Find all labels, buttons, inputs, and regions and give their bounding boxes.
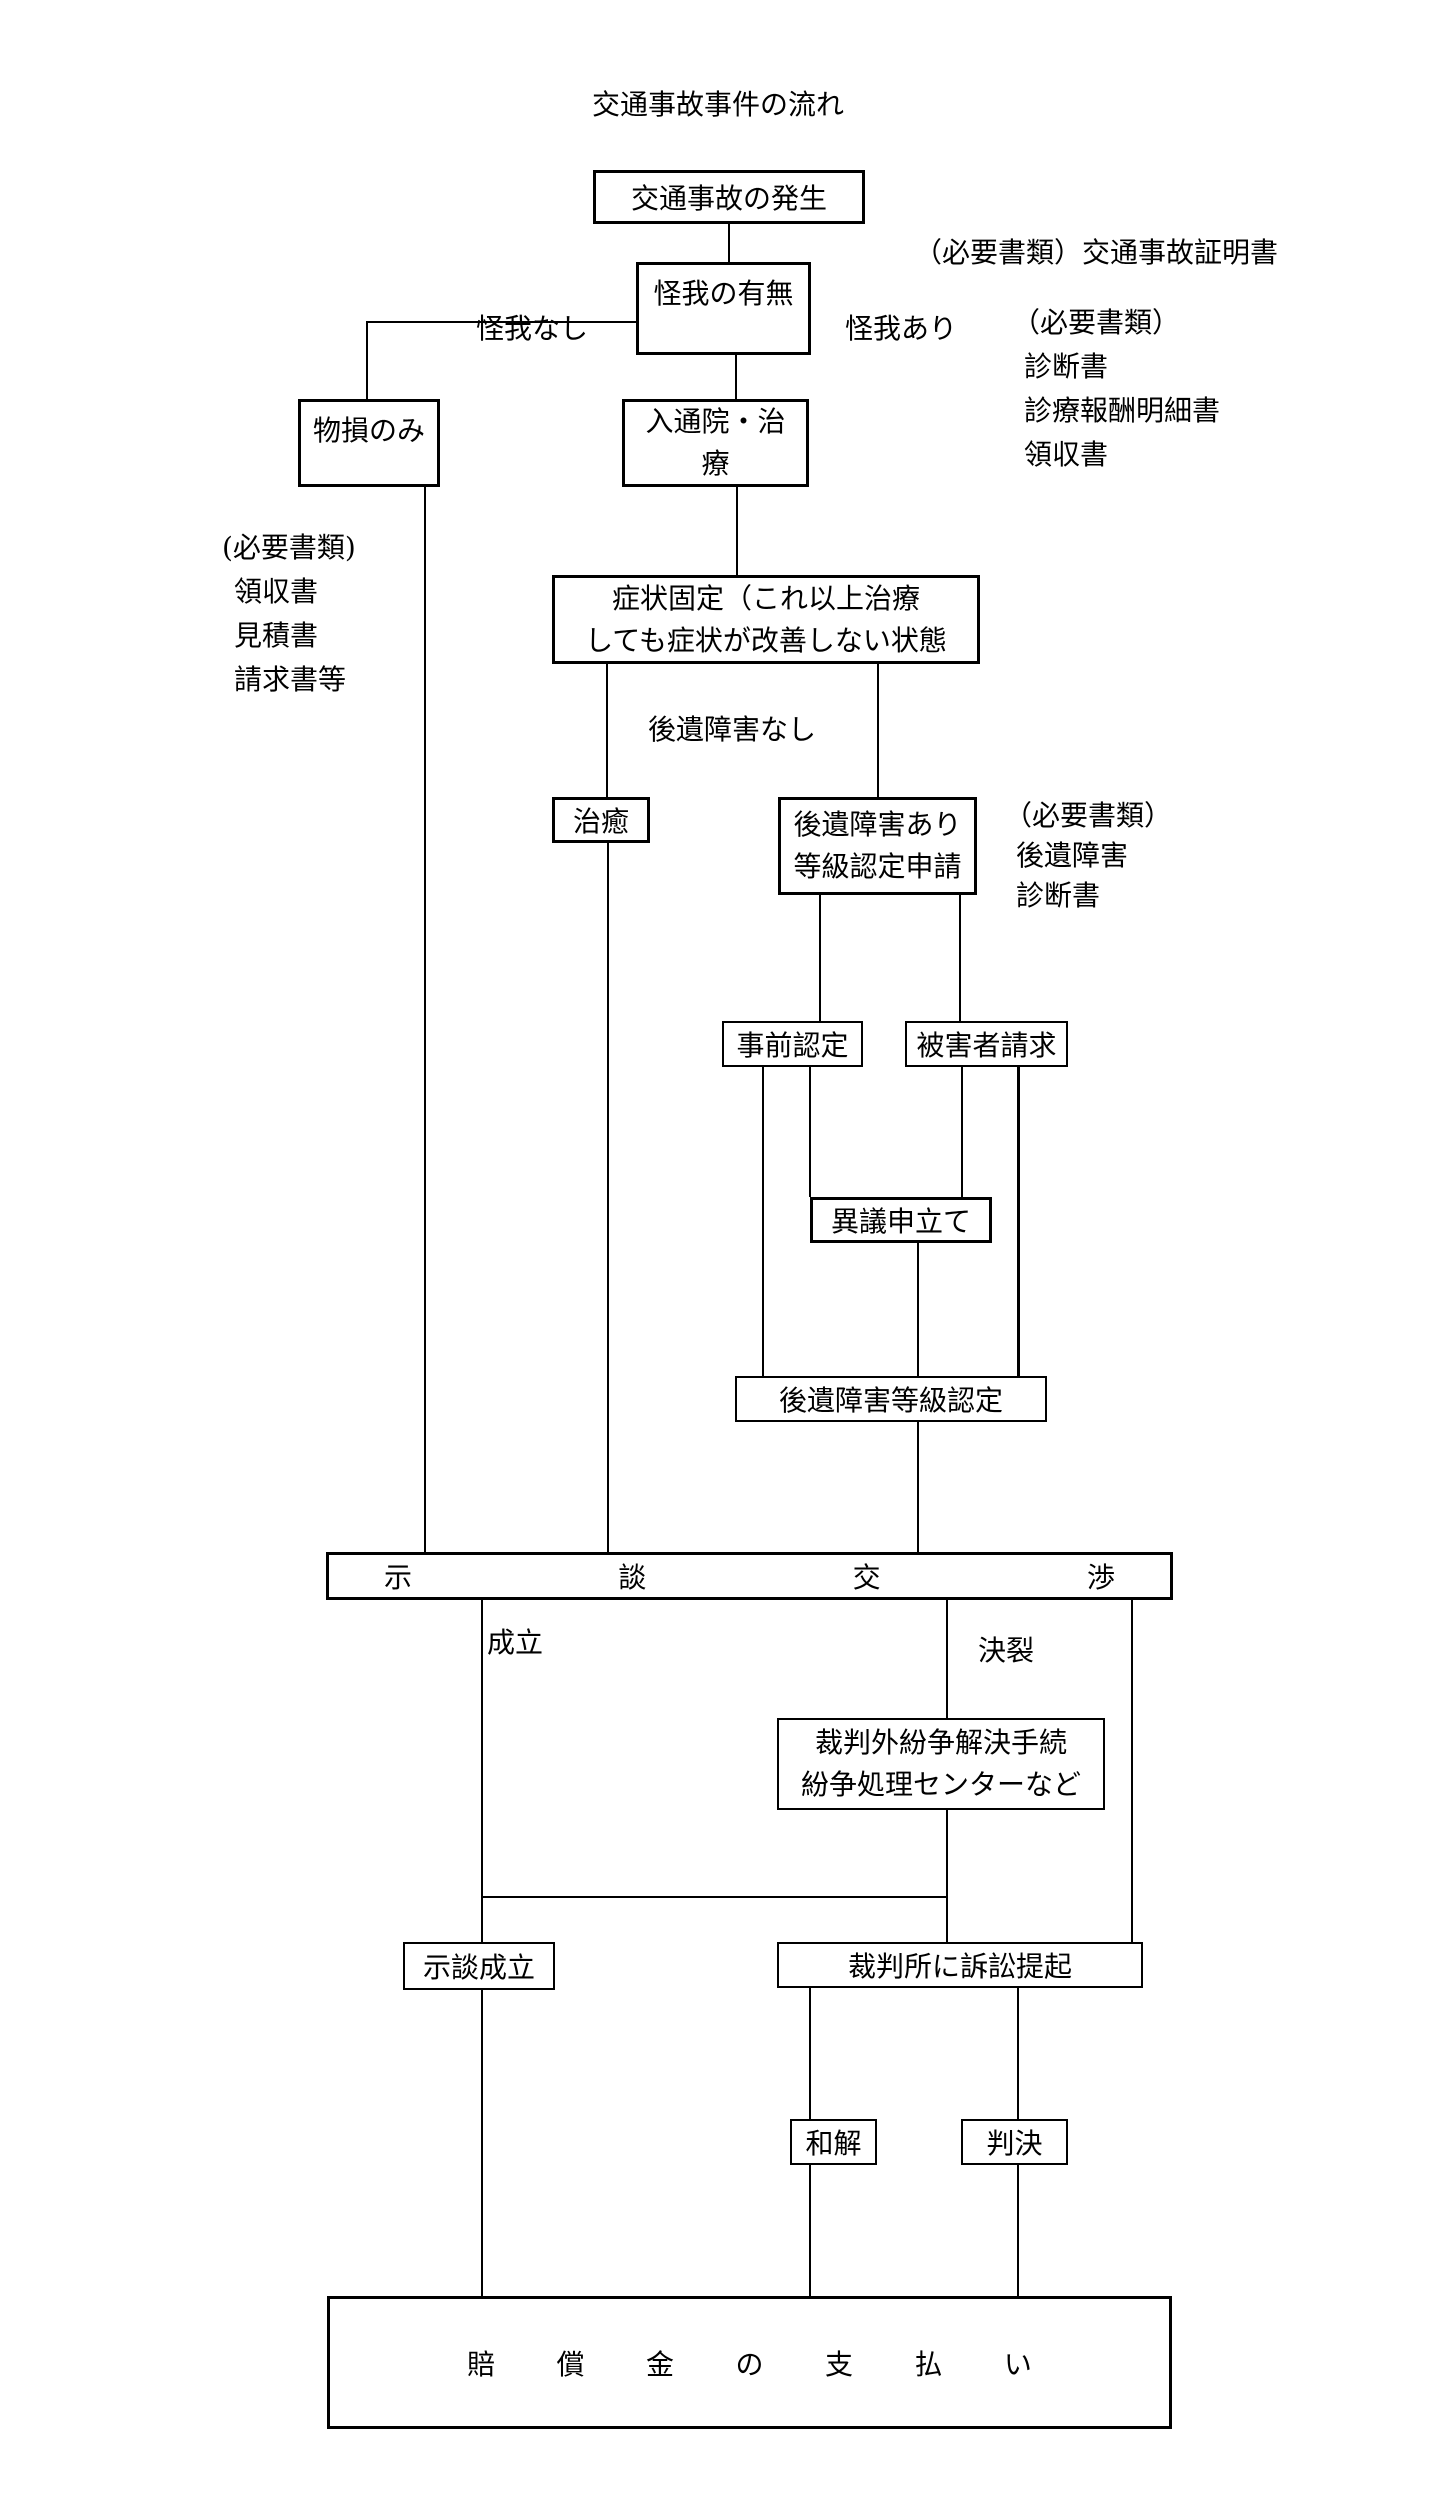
node-accident-occurrence-label: 交通事故の発生 [630,182,827,215]
annotation-injury-docs-item: 領収書 [1024,438,1109,471]
node-adr-line2: 紛争処理センターなど [800,1768,1081,1801]
node-symptom-fixed-line2: しても症状が改善しない状態 [585,623,947,657]
payment-char-4: の [735,2347,764,2381]
annotation-property-docs: (必要書類) 領収書 見積書 請求書等 [222,526,356,702]
connector-noinjury-horizontal [367,321,636,323]
connector-prior-objection [809,1067,811,1197]
node-victim-claim-label: 被害者請求 [916,1029,1057,1062]
connector-objection-grade [917,1243,919,1376]
node-property-damage-only: 物損のみ [298,399,440,487]
annotation-top-docs: （必要書類）交通事故証明書 [914,236,1279,269]
connector-adr-settlement-horizontal [482,1896,947,1898]
node-hospital-treatment-line2: 療 [701,447,730,480]
payment-char-7: い [1003,2347,1032,2381]
negotiation-char-1: 示 [384,1561,413,1594]
connector-prior-grade [762,1067,764,1376]
node-settlement-reached: 示談成立 [403,1942,555,1990]
node-compensation-payment: 賠 償 金 の 支 払 い [327,2296,1172,2429]
connector-breakdown-adr [946,1600,948,1718]
annotation-injury-docs-header: （必要書類） [1012,306,1181,339]
node-injury-check-label: 怪我の有無 [653,277,794,310]
connector-agreement-settlement [481,1600,483,1942]
node-hospital-treatment: 入通院・治 療 [622,399,809,487]
node-symptom-fixed-line1: 症状固定（これ以上治療 [611,581,920,615]
connector-victim-objection [961,1067,963,1197]
connector-lawsuit-compromise [809,1988,811,2119]
connector-cure-negotiation [607,843,609,1552]
node-settlement-reached-label: 示談成立 [422,1951,535,1984]
node-file-lawsuit-label: 裁判所に訴訟提起 [847,1950,1072,1983]
node-objection-label: 異議申立て [830,1205,971,1238]
connector-disability-prior [819,895,821,1021]
connector-breakdown-lawsuit [1131,1600,1133,1942]
annotation-property-docs-item: 見積書 [234,619,319,652]
node-residual-disability-line1: 後遺障害あり [793,808,962,841]
node-file-lawsuit: 裁判所に訴訟提起 [777,1942,1143,1988]
node-judgment: 判決 [961,2119,1068,2165]
node-residual-disability: 後遺障害あり 等級認定申請 [778,797,977,895]
node-disability-grade-certification: 後遺障害等級認定 [735,1376,1047,1422]
connector-disability-victim [959,895,961,1021]
payment-char-1: 賠 [467,2347,496,2381]
node-compromise: 和解 [790,2119,877,2165]
negotiation-char-3: 交 [852,1561,881,1594]
annotation-injury-docs-item: 診療報酬明細書 [1024,394,1221,427]
annotation-property-docs-item: 請求書等 [234,663,347,696]
edge-label-breakdown: 決裂 [978,1634,1035,1667]
connector-adr-lawsuit [946,1810,948,1942]
annotation-injury-docs-item: 診断書 [1024,350,1109,383]
node-cure: 治癒 [552,797,650,843]
payment-char-2: 償 [556,2347,585,2381]
node-symptom-fixed: 症状固定（これ以上治療 しても症状が改善しない状態 [552,575,980,664]
page-title: 交通事故事件の流れ [592,88,845,121]
negotiation-char-2: 談 [618,1561,647,1594]
node-injury-check: 怪我の有無 [636,262,811,355]
connector-settlement-payment [481,1990,483,2296]
annotation-property-docs-header: (必要書類) [222,531,356,564]
node-objection: 異議申立て [810,1197,992,1243]
node-adr-line1: 裁判外紛争解決手続 [814,1726,1067,1759]
node-prior-certification-label: 事前認定 [736,1029,849,1062]
node-accident-occurrence: 交通事故の発生 [593,170,865,224]
node-prior-certification: 事前認定 [722,1021,863,1067]
connector-grade-negotiation [917,1422,919,1552]
node-victim-claim: 被害者請求 [905,1021,1068,1067]
node-adr: 裁判外紛争解決手続 紛争処理センターなど [777,1718,1105,1810]
connector-injury-hospital [735,355,737,399]
connector-judgment-payment [1017,2165,1019,2296]
annotation-disability-docs: （必要書類） 後遺障害 診断書 [1004,796,1172,916]
annotation-disability-docs-header: （必要書類） [1004,799,1173,832]
node-settlement-negotiation-bar: 示 談 交 渉 [326,1552,1173,1600]
node-compromise-label: 和解 [805,2127,862,2160]
node-judgment-label: 判決 [986,2127,1043,2160]
payment-char-3: 金 [645,2347,674,2381]
node-compensation-payment-label: 賠 償 金 の 支 払 い [467,2343,1032,2383]
payment-char-5: 支 [824,2347,853,2381]
node-disability-grade-certification-label: 後遺障害等級認定 [778,1384,1003,1417]
connector-victim-grade [1017,1067,1020,1376]
connector-fixed-cure [606,664,608,797]
annotation-disability-docs-item: 診断書 [1016,879,1101,912]
payment-char-6: 払 [914,2347,943,2381]
edge-label-injury: 怪我あり [845,312,958,345]
edge-label-no-disability: 後遺障害なし [648,713,817,746]
annotation-injury-docs: （必要書類） 診断書 診療報酬明細書 領収書 [1012,301,1220,477]
node-hospital-treatment-line1: 入通院・治 [645,405,786,438]
connector-occurrence-injury [728,224,730,262]
connector-fixed-disability [877,664,879,797]
node-residual-disability-line2: 等級認定申請 [793,850,962,883]
annotation-property-docs-item: 領収書 [234,575,319,608]
annotation-disability-docs-item: 後遺障害 [1016,839,1129,872]
connector-compromise-payment [809,2165,811,2296]
node-cure-label: 治癒 [572,805,629,838]
edge-label-no-injury: 怪我なし [476,312,589,345]
connector-noinjury-down [366,321,368,399]
node-property-damage-only-label: 物損のみ [312,414,425,447]
negotiation-char-4: 渉 [1086,1561,1115,1594]
edge-label-agreement: 成立 [487,1626,544,1659]
connector-hospital-fixed [736,487,738,575]
connector-property-negotiation [424,487,426,1552]
connector-lawsuit-judgment [1017,1988,1019,2119]
